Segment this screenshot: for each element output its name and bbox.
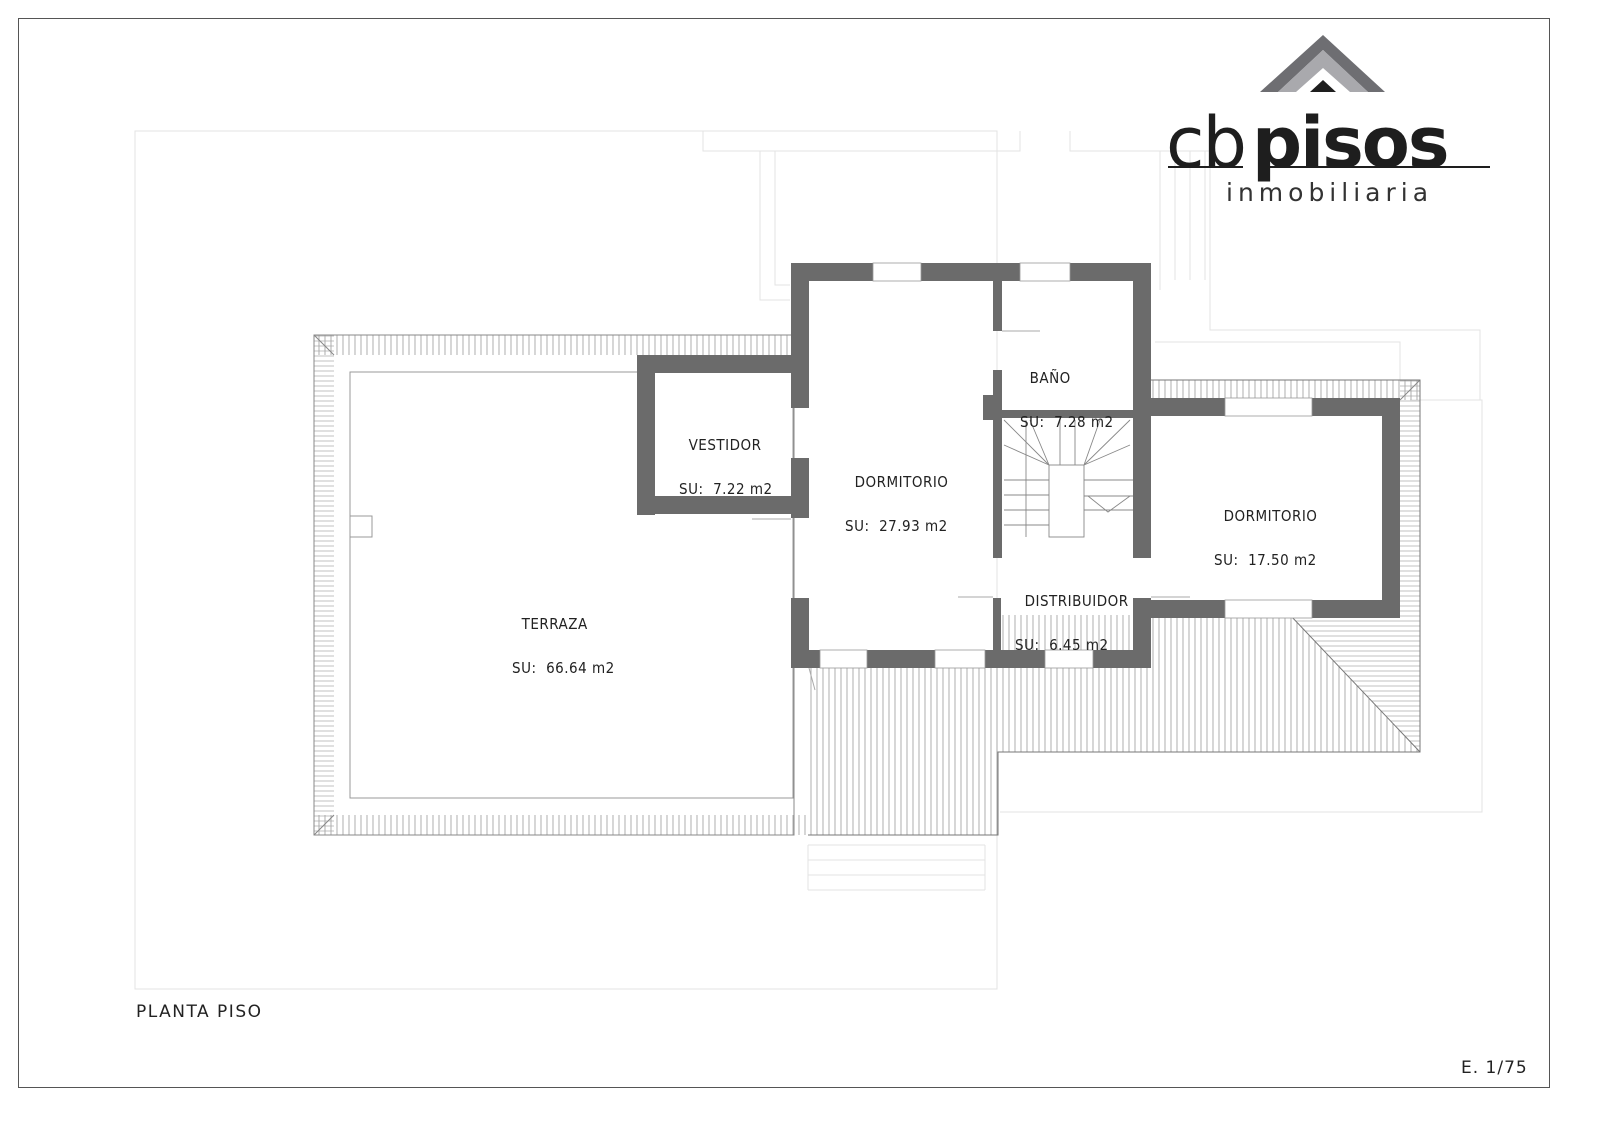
room-name: DISTRIBUIDOR [1024, 592, 1129, 610]
room-terraza: TERRAZA SU: 66.64 m2 [512, 591, 615, 701]
room-area: SU: 27.93 m2 [845, 517, 948, 535]
brand-logo: cb pisos inmobiliaria [1160, 30, 1500, 220]
room-name: VESTIDOR [688, 436, 762, 454]
doors [752, 330, 1190, 691]
room-area: SU: 66.64 m2 [512, 659, 615, 677]
plan-scale: E. 1/75 [1461, 1058, 1528, 1078]
room-area: SU: 17.50 m2 [1214, 551, 1317, 569]
windows [819, 262, 1313, 669]
staircase [1003, 419, 1133, 538]
terrace-floor [349, 371, 794, 799]
logo-underline-left [1168, 166, 1243, 168]
room-distribuidor: DISTRIBUIDOR SU: 6.45 m2 [1015, 568, 1129, 678]
room-name: DORMITORIO [1223, 507, 1318, 525]
room-name: TERRAZA [521, 615, 588, 633]
room-dormitorio-right: DORMITORIO SU: 17.50 m2 [1214, 483, 1317, 593]
roof-logo-icon [1260, 35, 1385, 92]
room-name: BAÑO [1029, 369, 1071, 387]
plan-title: PLANTA PISO [136, 1002, 263, 1022]
room-vestidor: VESTIDOR SU: 7.22 m2 [679, 412, 773, 522]
room-dormitorio-main: DORMITORIO SU: 27.93 m2 [845, 449, 948, 559]
room-bano: BAÑO SU: 7.28 m2 [1020, 345, 1114, 455]
terrace-drain [349, 515, 373, 538]
roof-eaves [313, 334, 1421, 836]
room-area: SU: 7.28 m2 [1020, 413, 1114, 431]
room-area: SU: 6.45 m2 [1015, 636, 1109, 654]
lower-floor-outline [134, 130, 1483, 990]
logo-underline-right [1264, 166, 1490, 168]
drawing-frame [18, 18, 1550, 1088]
room-name: DORMITORIO [854, 473, 949, 491]
walls [637, 263, 1400, 668]
room-area: SU: 7.22 m2 [679, 480, 773, 498]
logo-tagline: inmobiliaria [1226, 178, 1434, 207]
